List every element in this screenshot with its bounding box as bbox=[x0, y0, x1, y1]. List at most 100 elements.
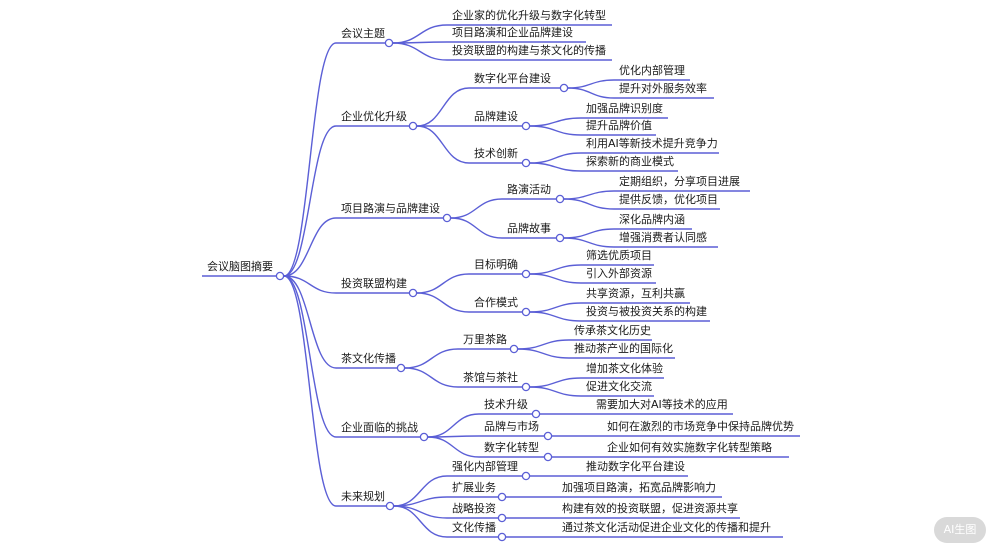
node-root-child-6-child-3[interactable]: 数字化转型 bbox=[479, 440, 553, 462]
node-root-child-3-child-1[interactable]: 路演活动 bbox=[502, 182, 565, 204]
node-root-child-6-child-3-collapse-handle[interactable] bbox=[543, 452, 553, 462]
node-root-child-3-collapse-handle[interactable] bbox=[442, 213, 452, 223]
node-root-child-2-child-3-child-1[interactable]: 利用AI等新技术提升竞争力 bbox=[581, 136, 719, 154]
node-root-child-6-child-1-collapse-handle[interactable] bbox=[531, 409, 541, 419]
node-root-child-2-child-2-collapse-handle[interactable] bbox=[521, 121, 531, 131]
node-root-child-1-collapse-handle[interactable] bbox=[384, 38, 394, 48]
node-root-child-5-child-1-child-2[interactable]: 推动茶产业的国际化 bbox=[569, 341, 675, 359]
node-root-child-4-edge bbox=[283, 275, 337, 294]
node-root-child-1-child-1-edge bbox=[392, 24, 448, 44]
node-root-child-4-collapse-handle[interactable] bbox=[408, 288, 418, 298]
node-root-child-2-child-1-collapse-handle[interactable] bbox=[559, 83, 569, 93]
node-root-child-1-child-1[interactable]: 企业家的优化升级与数字化转型 bbox=[447, 8, 612, 26]
node-root-child-7-collapse-handle[interactable] bbox=[385, 501, 395, 511]
node-root-child-2-child-1-child-1-edge bbox=[567, 79, 615, 89]
node-root-child-6[interactable]: 企业面临的挑战 bbox=[336, 420, 429, 442]
node-root-child-5-child-1-collapse-handle[interactable] bbox=[509, 344, 519, 354]
node-root-child-6-child-2[interactable]: 品牌与市场 bbox=[479, 419, 553, 441]
node-root-label: 会议脑图摘要 bbox=[207, 259, 273, 273]
node-root-child-7[interactable]: 未来规划 bbox=[336, 489, 395, 511]
node-root-child-5-child-2[interactable]: 茶馆与茶社 bbox=[458, 370, 531, 392]
node-root-child-4-child-1[interactable]: 目标明确 bbox=[469, 257, 531, 279]
node-root-child-2-child-3-collapse-handle[interactable] bbox=[521, 158, 531, 168]
node-root-child-4-child-2-collapse-handle[interactable] bbox=[521, 307, 531, 317]
node-root-child-7-child-2-child-1[interactable]: 加强项目路演，拓宽品牌影响力 bbox=[557, 480, 722, 498]
node-root-child-1-edge bbox=[283, 42, 337, 277]
node-root-child-4-child-2-child-1-edge bbox=[529, 302, 582, 313]
node-root-child-7-child-4-child-1[interactable]: 通过茶文化活动促进企业文化的传播和提升 bbox=[557, 520, 783, 538]
node-root-child-3-child-2-collapse-handle[interactable] bbox=[555, 233, 565, 243]
node-root-child-2-child-2-child-1[interactable]: 加强品牌识别度 bbox=[581, 101, 668, 119]
node-root-child-2-collapse-handle[interactable] bbox=[408, 121, 418, 131]
node-root-child-4-child-1-child-2[interactable]: 引入外部资源 bbox=[581, 266, 656, 284]
node-root-child-3-child-1-edge bbox=[450, 198, 503, 219]
node-root[interactable]: 会议脑图摘要 bbox=[202, 259, 285, 281]
node-root-child-3-child-1-child-1[interactable]: 定期组织，分享项目进展 bbox=[614, 174, 750, 192]
node-root-child-4-child-1-collapse-handle[interactable] bbox=[521, 269, 531, 279]
node-root-child-4-child-2-child-2[interactable]: 投资与被投资关系的构建 bbox=[581, 304, 710, 322]
node-root-child-5[interactable]: 茶文化传播 bbox=[336, 351, 406, 373]
node-root-child-2-child-2[interactable]: 品牌建设 bbox=[469, 109, 531, 131]
node-root-child-4-child-1-edge bbox=[416, 273, 470, 294]
node-root-child-3-child-1-child-2[interactable]: 提供反馈，优化项目 bbox=[614, 192, 720, 210]
node-root-child-2-child-3-child-2[interactable]: 探索新的商业模式 bbox=[581, 154, 678, 172]
node-root-child-2-child-2-child-2[interactable]: 提升品牌价值 bbox=[581, 118, 656, 136]
node-root-child-2-child-1[interactable]: 数字化平台建设 bbox=[469, 71, 569, 93]
ai-watermark-badge: AI生图 bbox=[934, 517, 986, 543]
node-root-child-4-child-2[interactable]: 合作模式 bbox=[469, 295, 531, 317]
node-root-child-7-child-4[interactable]: 文化传播 bbox=[447, 520, 507, 542]
node-root-child-5-child-1[interactable]: 万里茶路 bbox=[458, 333, 519, 354]
node-root-child-7-child-4-child-1-label: 通过茶文化活动促进企业文化的传播和提升 bbox=[562, 520, 771, 534]
node-root-child-5-child-2-child-2[interactable]: 促进文化交流 bbox=[581, 379, 654, 397]
node-root-child-2-child-1-child-1[interactable]: 优化内部管理 bbox=[614, 63, 690, 81]
node-root-child-3-child-2-child-2[interactable]: 增强消费者认同感 bbox=[614, 230, 718, 248]
node-root-child-4-child-1-child-1-label: 筛选优质项目 bbox=[586, 248, 652, 262]
node-root-child-7-child-1-child-1[interactable]: 推动数字化平台建设 bbox=[581, 459, 688, 477]
node-root-child-6-child-2-child-1[interactable]: 如何在激烈的市场竞争中保持品牌优势 bbox=[602, 419, 800, 437]
node-root-child-2-label: 企业优化升级 bbox=[341, 109, 407, 123]
node-root-child-2-child-1-label: 数字化平台建设 bbox=[474, 71, 551, 85]
node-root-child-3-child-2-child-1[interactable]: 深化品牌内涵 bbox=[614, 212, 692, 230]
node-root-child-1-child-3[interactable]: 投资联盟的构建与茶文化的传播 bbox=[447, 43, 612, 61]
node-root-child-4-label: 投资联盟构建 bbox=[341, 276, 407, 290]
node-root-child-7-child-3-child-1[interactable]: 构建有效的投资联盟，促进资源共享 bbox=[557, 501, 740, 519]
node-root-child-5-label: 茶文化传播 bbox=[341, 351, 396, 365]
node-root-child-5-child-1-child-1-edge bbox=[517, 339, 570, 350]
node-root-child-2-child-1-child-2[interactable]: 提升对外服务效率 bbox=[614, 81, 714, 99]
node-root-child-4-child-1-child-1[interactable]: 筛选优质项目 bbox=[581, 248, 654, 266]
node-root-child-5-edge bbox=[283, 275, 337, 369]
node-root-child-3[interactable]: 项目路演与品牌建设 bbox=[336, 201, 452, 223]
node-root-child-7-child-4-collapse-handle[interactable] bbox=[497, 532, 507, 542]
node-root-child-6-child-2-child-1-label: 如何在激烈的市场竞争中保持品牌优势 bbox=[607, 419, 794, 433]
node-root-child-1[interactable]: 会议主题 bbox=[336, 27, 394, 48]
node-root-child-5-collapse-handle[interactable] bbox=[396, 363, 406, 373]
node-root-collapse-handle[interactable] bbox=[275, 271, 285, 281]
node-root-child-3-child-1-collapse-handle[interactable] bbox=[555, 194, 565, 204]
node-root-child-1-child-2[interactable]: 项目路演和企业品牌建设 bbox=[447, 25, 586, 43]
node-root-child-1-child-3-edge bbox=[392, 42, 448, 61]
node-root-child-2[interactable]: 企业优化升级 bbox=[336, 109, 418, 131]
node-root-child-5-child-2-child-1[interactable]: 增加茶文化体验 bbox=[581, 361, 664, 379]
node-root-child-5-child-1-child-1[interactable]: 传承茶文化历史 bbox=[569, 323, 652, 341]
node-root-child-7-child-2[interactable]: 扩展业务 bbox=[447, 480, 507, 502]
node-root-child-2-child-3[interactable]: 技术创新 bbox=[469, 146, 531, 168]
node-root-child-7-child-1[interactable]: 强化内部管理 bbox=[447, 459, 531, 481]
node-root-child-7-child-2-collapse-handle[interactable] bbox=[497, 492, 507, 502]
node-root-child-2-child-2-child-1-edge bbox=[529, 117, 582, 127]
node-root-child-6-child-3-child-1[interactable]: 企业如何有效实施数字化转型策略 bbox=[602, 440, 789, 458]
node-root-child-3-child-1-child-1-edge bbox=[563, 190, 615, 200]
node-root-child-3-edge bbox=[283, 217, 337, 277]
node-root-child-6-collapse-handle[interactable] bbox=[419, 432, 429, 442]
node-root-child-6-child-1[interactable]: 技术升级 bbox=[479, 398, 541, 419]
node-root-child-1-child-2-label: 项目路演和企业品牌建设 bbox=[452, 25, 573, 39]
node-root-child-7-child-3[interactable]: 战略投资 bbox=[447, 501, 507, 523]
node-root-child-6-child-1-child-1[interactable]: 需要加大对AI等技术的应用 bbox=[591, 397, 733, 415]
node-root-child-5-child-2-collapse-handle[interactable] bbox=[521, 382, 531, 392]
node-root-child-4-child-2-child-1[interactable]: 共享资源，互利共赢 bbox=[581, 286, 690, 304]
node-root-child-3-child-2[interactable]: 品牌故事 bbox=[502, 221, 565, 243]
node-root-child-6-child-2-collapse-handle[interactable] bbox=[543, 431, 553, 441]
node-root-child-4-child-2-label: 合作模式 bbox=[474, 295, 518, 309]
node-root-child-4[interactable]: 投资联盟构建 bbox=[336, 276, 418, 298]
node-root-child-7-child-3-collapse-handle[interactable] bbox=[497, 513, 507, 523]
node-root-child-7-child-1-collapse-handle[interactable] bbox=[521, 471, 531, 481]
